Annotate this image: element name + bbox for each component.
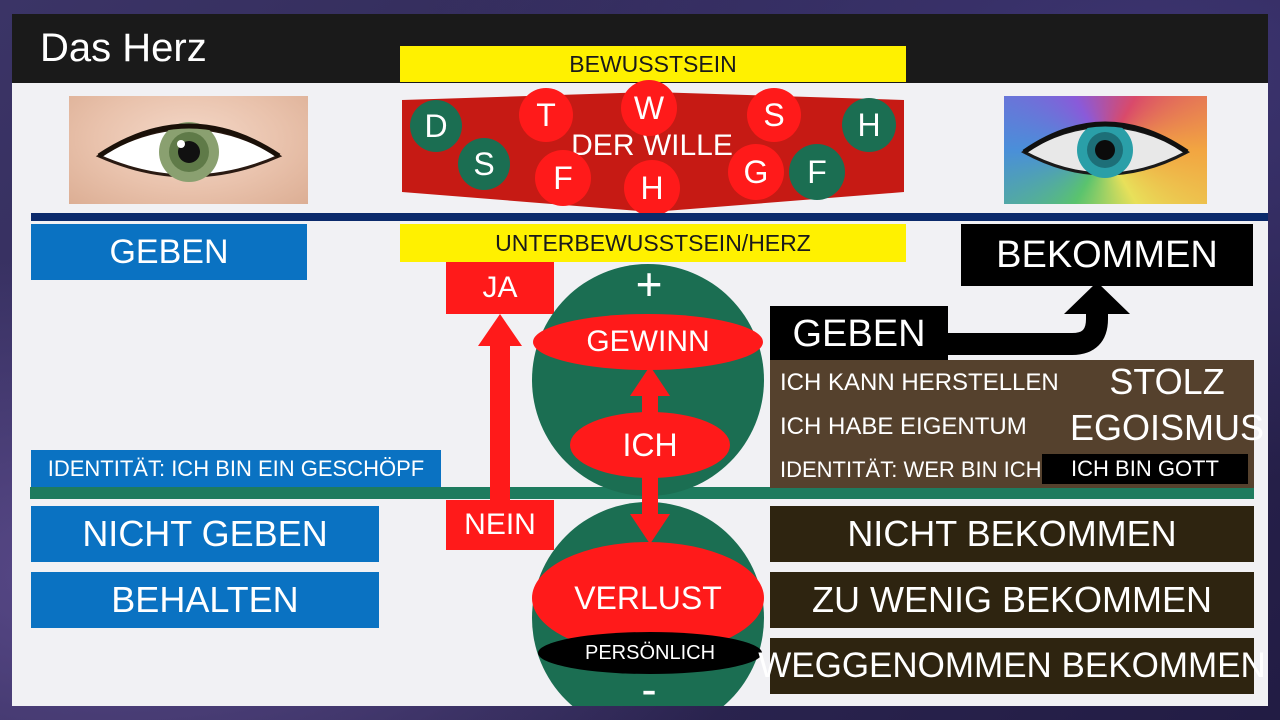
unterbewusstsein-label: UNTERBEWUSSTSEIN/HERZ (495, 229, 811, 256)
letter-w-circle: W (621, 80, 677, 136)
eye-icon (1021, 121, 1190, 178)
zu-wenig-bekommen-label: ZU WENIG BEKOMMEN (811, 579, 1212, 620)
geben-left-label: GEBEN (109, 232, 229, 271)
nicht-bekommen-label: NICHT BEKOMMEN (847, 513, 1177, 554)
nein-to-ja-arrow-head (478, 314, 522, 346)
stolz-label: STOLZ (1109, 361, 1225, 402)
natural-eye-image (69, 96, 308, 204)
zu-wenig-bekommen-box: ZU WENIG BEKOMMEN (770, 572, 1254, 628)
bekommen-top-box: BEKOMMEN (961, 224, 1253, 286)
letter-g-circle-red: G (728, 144, 784, 200)
geben-left-box: GEBEN (31, 224, 307, 280)
nein-box: NEIN (446, 500, 554, 550)
eye-icon (95, 122, 283, 182)
ich-bin-gott-label: ICH BIN GOTT (1071, 456, 1219, 481)
bekommen-top-label: BEKOMMEN (996, 233, 1218, 276)
verlust-label: VERLUST (574, 579, 722, 616)
ich-habe-eigentum-label: ICH HABE EIGENTUM (780, 413, 1027, 440)
persoenlich-ellipse: PERSÖNLICH (538, 632, 762, 674)
minus-sign: - (641, 663, 657, 706)
unterbewusstsein-bar: UNTERBEWUSSTSEIN/HERZ (400, 224, 906, 262)
letter-s-circle-green: S (458, 138, 510, 190)
identitaet-wer-label: IDENTITÄT: WER BIN ICH? (780, 457, 1054, 482)
plus-sign: + (635, 258, 663, 310)
nein-label: NEIN (464, 508, 536, 541)
slide: Das Herz BEWUSSTSEIN DER WILLE D T W S H… (12, 14, 1268, 706)
letter-h-circle-red: H (624, 160, 680, 216)
gewinn-label: GEWINN (586, 325, 710, 358)
weggenommen-bekommen-box: WEGGENOMMEN BEKOMMEN (758, 638, 1266, 694)
nein-to-ja-arrow-shaft (490, 344, 510, 504)
egoismus-label: EGOISMUS (1069, 407, 1265, 448)
artistic-eye-image (1004, 96, 1207, 204)
nicht-bekommen-box: NICHT BEKOMMEN (770, 506, 1254, 562)
geben-right-label: GEBEN (792, 312, 926, 355)
geben-to-bekommen-arrow-shaft (947, 312, 1108, 355)
gewinn-ellipse: GEWINN (533, 314, 763, 370)
behalten-label: BEHALTEN (111, 579, 299, 620)
ich-ellipse: ICH (570, 412, 730, 478)
weggenommen-bekommen-label: WEGGENOMMEN BEKOMMEN (758, 646, 1266, 685)
letter-f-circle-red: F (535, 150, 591, 206)
letter-d-circle: D (410, 100, 462, 152)
persoenlich-label: PERSÖNLICH (584, 641, 716, 664)
geben-right-box: GEBEN (770, 306, 948, 362)
letter-s-circle-red: S (747, 88, 801, 142)
identitaet-geschoepf-box: IDENTITÄT: ICH BIN EIN GESCHÖPF (31, 450, 441, 488)
ja-label: JA (482, 271, 518, 304)
identitaet-geschoepf-label: IDENTITÄT: ICH BIN EIN GESCHÖPF (47, 456, 425, 481)
nicht-geben-label: NICHT GEBEN (82, 513, 328, 554)
nicht-geben-box: NICHT GEBEN (31, 506, 379, 562)
letter-t-circle: T (519, 88, 573, 142)
bewusstsein-bar: BEWUSSTSEIN (400, 46, 906, 82)
bewusstsein-label: BEWUSSTSEIN (569, 50, 737, 77)
letter-h-circle-green: H (842, 98, 896, 152)
conscious-divider-line (31, 213, 1268, 221)
behalten-box: BEHALTEN (31, 572, 379, 628)
ich-bin-gott-box: ICH BIN GOTT (1042, 454, 1248, 484)
ja-box: JA (446, 262, 554, 314)
geben-to-bekommen-arrow-head (1064, 282, 1130, 314)
slide-title: Das Herz (40, 26, 207, 70)
ich-label: ICH (622, 426, 678, 463)
ich-kann-herstellen-label: ICH KANN HERSTELLEN (780, 369, 1059, 396)
letter-f-circle-green: F (789, 144, 845, 200)
